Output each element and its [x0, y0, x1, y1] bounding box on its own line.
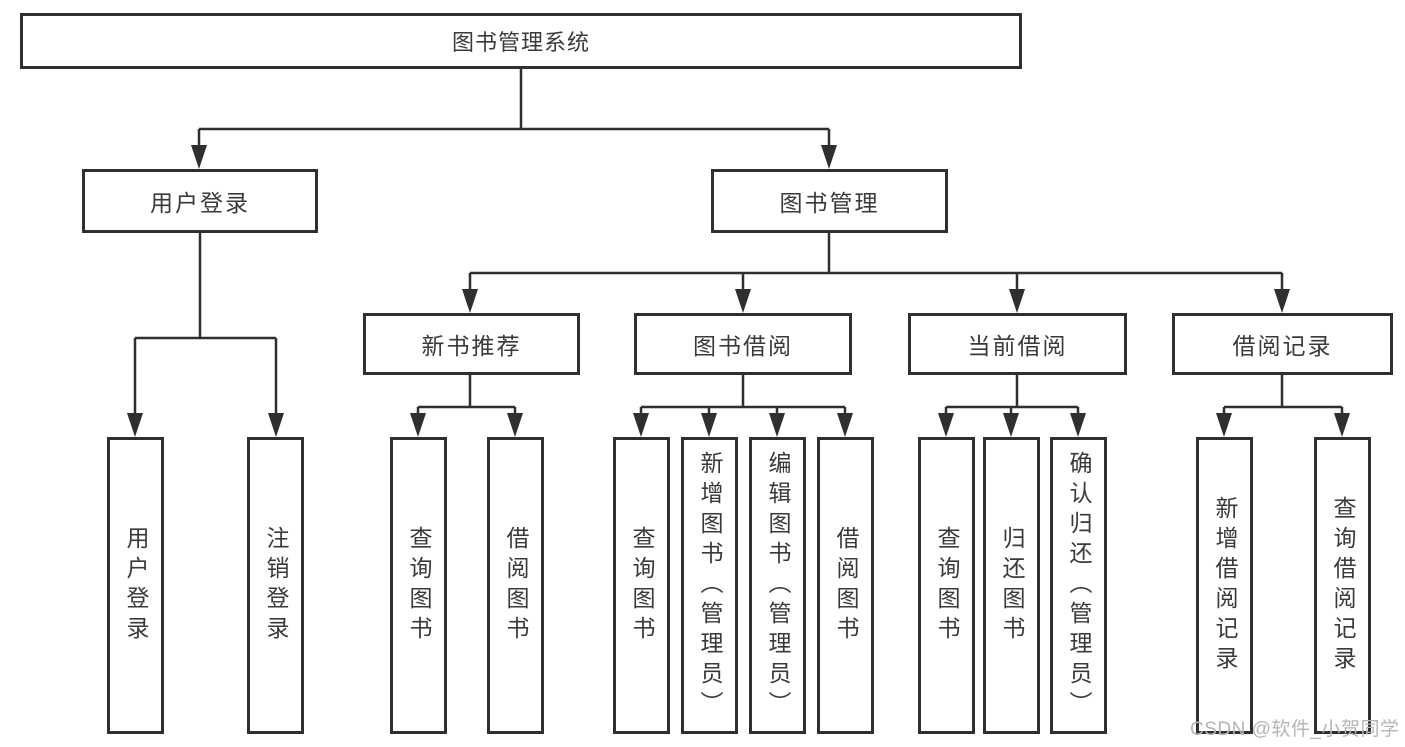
- node-label: 借阅记录: [1232, 333, 1333, 359]
- leaf-add-book-admin: 新增图书（管理员）: [681, 437, 738, 734]
- leaf-label: 借阅图书: [503, 525, 529, 646]
- node-label: 图书管理: [779, 190, 880, 216]
- node-label: 图书管理系统: [451, 30, 590, 55]
- node-root-system: 图书管理系统: [20, 13, 1022, 69]
- leaf-return-book: 归还图书: [983, 437, 1040, 734]
- leaf-label: 新增图书（管理员）: [697, 450, 723, 721]
- leaf-label: 新增借阅记录: [1212, 495, 1238, 676]
- node-label: 用户登录: [150, 190, 250, 216]
- node-label: 当前借阅: [967, 333, 1068, 359]
- node-user-login: 用户登录: [82, 169, 318, 233]
- node-borrowing-records: 借阅记录: [1172, 313, 1393, 375]
- leaf-user-login: 用户登录: [107, 437, 164, 734]
- leaf-query-book-current: 查询图书: [918, 437, 975, 734]
- leaf-query-borrow-record: 查询借阅记录: [1314, 437, 1371, 734]
- leaf-logout: 注销登录: [247, 437, 304, 734]
- leaf-add-borrow-record: 新增借阅记录: [1196, 437, 1253, 734]
- leaf-label: 查询借阅记录: [1330, 495, 1356, 676]
- node-new-book-recommend: 新书推荐: [363, 313, 580, 375]
- leaf-label: 用户登录: [123, 525, 149, 646]
- leaf-borrow-book: 借阅图书: [817, 437, 874, 734]
- leaf-label: 编辑图书（管理员）: [765, 450, 791, 721]
- leaf-label: 查询图书: [934, 525, 960, 646]
- leaf-label: 归还图书: [999, 525, 1025, 646]
- leaf-label: 查询图书: [629, 525, 655, 646]
- leaf-query-book-borrowing: 查询图书: [613, 437, 670, 734]
- leaf-edit-book-admin: 编辑图书（管理员）: [749, 437, 806, 734]
- arrowheads: [127, 145, 1350, 437]
- node-label: 图书借阅: [693, 333, 793, 359]
- node-book-borrowing: 图书借阅: [634, 313, 852, 375]
- leaf-label: 查询图书: [406, 525, 432, 646]
- leaf-label: 注销登录: [263, 525, 289, 646]
- csdn-watermark: CSDN @软件_小贺同学: [1190, 719, 1400, 740]
- leaf-confirm-return-admin: 确认归还（管理员）: [1050, 437, 1107, 734]
- node-current-borrowing: 当前借阅: [908, 313, 1127, 375]
- leaf-label: 确认归还（管理员）: [1066, 450, 1092, 721]
- node-label: 新书推荐: [421, 333, 522, 359]
- leaf-label: 借阅图书: [833, 525, 859, 646]
- leaf-borrow-book-recommend: 借阅图书: [487, 437, 544, 734]
- node-book-management: 图书管理: [711, 169, 948, 233]
- leaf-query-book-recommend: 查询图书: [390, 437, 447, 734]
